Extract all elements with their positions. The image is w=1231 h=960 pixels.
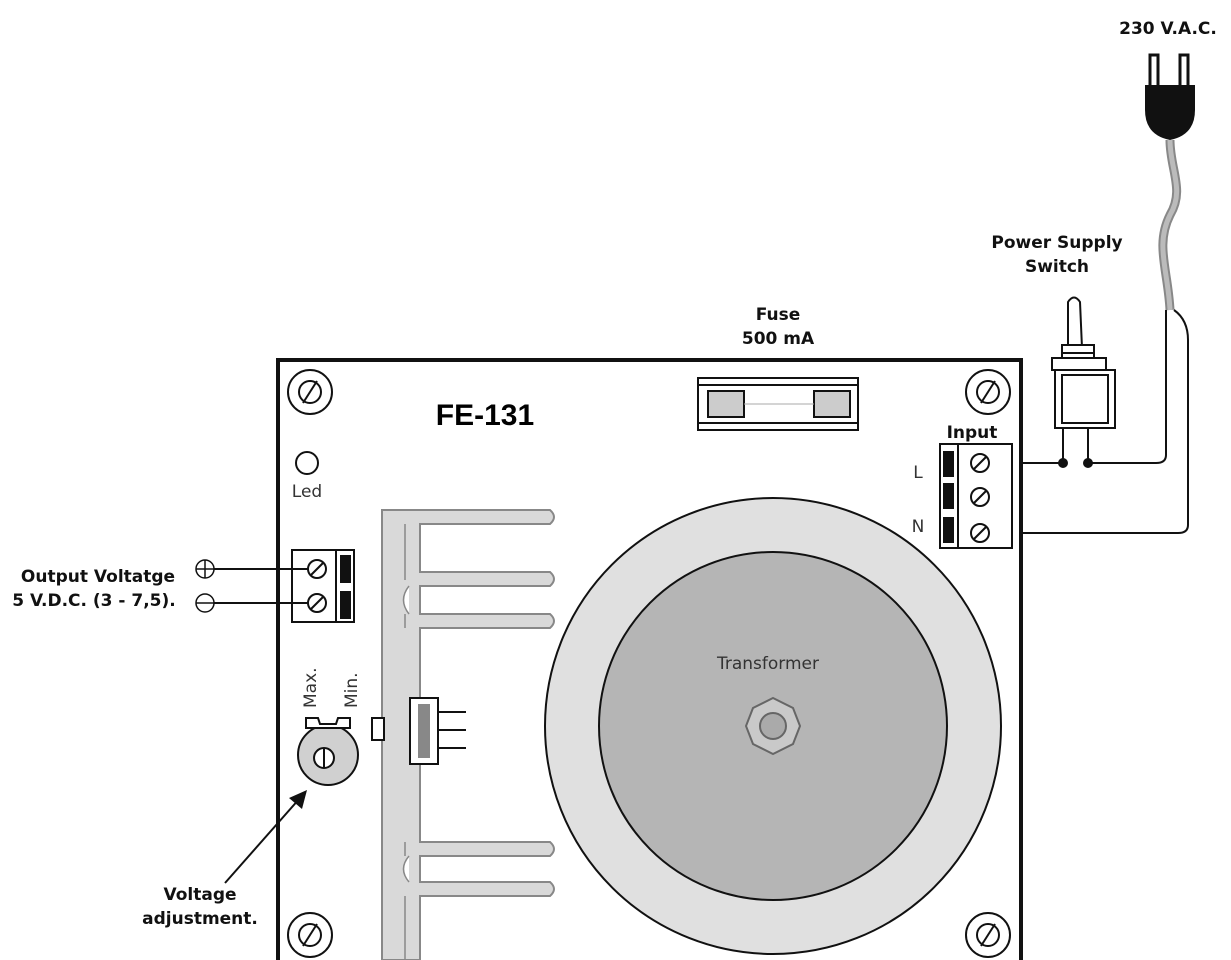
output-label-line2: 5 V.D.C. (3 - 7,5). bbox=[12, 591, 175, 611]
switch-label-line2: Switch bbox=[1025, 257, 1089, 277]
input-label: Input bbox=[947, 423, 998, 443]
plug-icon bbox=[1145, 53, 1195, 140]
fuse-label-line1: Fuse bbox=[756, 305, 801, 325]
screw-terminal-icon bbox=[939, 443, 1013, 549]
fuse-icon bbox=[697, 377, 859, 431]
potentiometer-icon bbox=[297, 717, 359, 786]
regulator-icon bbox=[371, 697, 466, 765]
mains-cable bbox=[1012, 139, 1189, 534]
screw-terminal-icon bbox=[291, 549, 355, 623]
board-model-title: FE-131 bbox=[436, 399, 534, 432]
transformer-label: Transformer bbox=[716, 654, 819, 674]
plus-icon bbox=[195, 559, 215, 579]
live-terminal-label: L bbox=[913, 463, 923, 483]
mounting-hole-icon bbox=[287, 912, 333, 958]
mounting-hole-icon bbox=[965, 369, 1011, 415]
switch-label-line1: Power Supply bbox=[991, 233, 1122, 253]
adjust-label-line1: Voltage bbox=[163, 885, 236, 905]
neutral-terminal-label: N bbox=[912, 517, 925, 537]
arrow-icon bbox=[224, 790, 307, 884]
fuse-label-line2: 500 mA bbox=[742, 329, 815, 349]
minus-icon bbox=[195, 593, 215, 613]
pot-min-label: Min. bbox=[342, 672, 362, 708]
mains-voltage-label: 230 V.A.C. bbox=[1119, 19, 1217, 39]
output-label-line1: Output Voltatge bbox=[21, 567, 175, 587]
adjust-label-line2: adjustment. bbox=[142, 909, 258, 929]
pot-max-label: Max. bbox=[301, 667, 321, 708]
output-wires bbox=[214, 568, 308, 604]
led-label: Led bbox=[292, 482, 322, 502]
mounting-hole-icon bbox=[287, 369, 333, 415]
heatsink-icon bbox=[381, 509, 555, 960]
transformer-icon bbox=[544, 497, 1002, 955]
led-icon bbox=[295, 451, 319, 475]
mounting-hole-icon bbox=[965, 912, 1011, 958]
toggle-switch-icon bbox=[1051, 296, 1116, 468]
